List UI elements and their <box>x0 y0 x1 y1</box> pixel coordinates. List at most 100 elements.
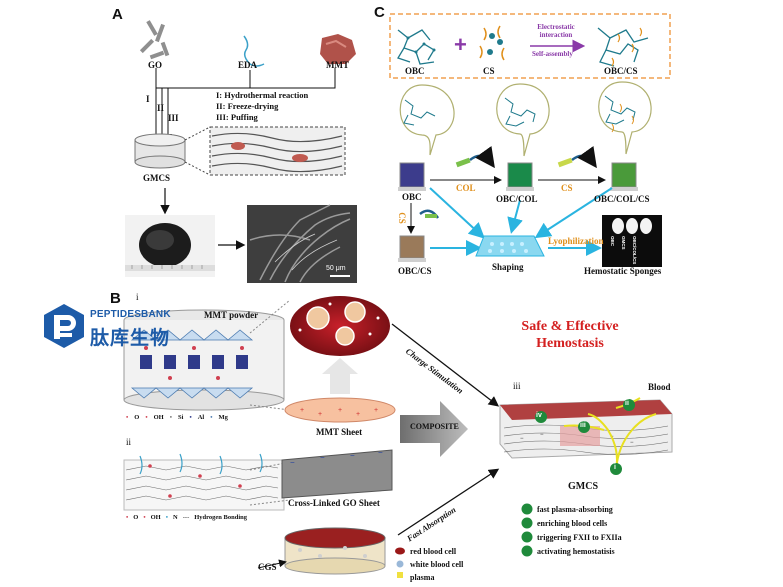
step-1: I: Hydrothermal reaction <box>216 90 309 100</box>
interaction-line-2: interaction <box>539 31 573 39</box>
marker-i: i <box>614 464 616 471</box>
logo-name-en: PEPTIDESBANK <box>90 309 171 320</box>
green-markers <box>535 399 635 475</box>
gmcs-block-label: GMCS <box>568 481 598 492</box>
svg-text:−: − <box>350 451 355 460</box>
gmcs-label: GMCS <box>143 173 170 183</box>
svg-text:+: + <box>374 407 378 414</box>
cgs-disk <box>284 527 386 575</box>
sponge-tags: OBC GMCS OBC/COL/CS <box>610 236 637 264</box>
obc-beaker-label: OBC <box>402 192 422 202</box>
composite-label: COMPOSITE <box>410 422 459 431</box>
marker-iii: iii <box>580 422 586 429</box>
cs-molecules <box>479 25 505 61</box>
obc-label: OBC <box>405 66 425 76</box>
mmt-powder-label: MMT powder <box>204 310 259 320</box>
composite-arrow <box>400 401 468 457</box>
shaping-tray <box>475 235 545 257</box>
panel-b-label: B <box>110 290 121 307</box>
beaker-obc-col <box>506 162 534 191</box>
mechanism-1: fast plasma-absorbing <box>537 505 613 514</box>
go-h-bonding: Hydrogen Bonding <box>194 514 248 521</box>
mechanism-2: enriching blood cells <box>537 519 608 528</box>
sponge-tag-2: GMCS <box>621 236 626 250</box>
svg-text:−: − <box>540 432 544 438</box>
mmt-atom-legend: •O •OH •Si •Al •Mg <box>126 414 228 421</box>
mechanism-3: triggering FXII to FXIIa <box>537 533 622 542</box>
mmt-crystal-structure <box>123 309 285 411</box>
sponge-tag-1: OBC <box>610 236 615 246</box>
cgs-label: CGS <box>258 562 277 572</box>
mmt-rock <box>320 34 356 64</box>
shaping-label: Shaping <box>492 262 524 272</box>
beaker-obc-col-cs <box>610 162 638 191</box>
bubble-obc <box>399 84 455 156</box>
headline: Safe & Effective Hemostasis <box>510 318 630 352</box>
scale-bar-label: 50 μm <box>326 265 346 272</box>
go-atom-oh: OH <box>150 514 161 521</box>
cs-arrow-label: CS <box>561 183 573 193</box>
go-atom-o: O <box>133 514 139 521</box>
logo-name-cn: 肽库生物 <box>90 327 171 349</box>
marker-iv: iv <box>536 412 542 419</box>
eda-molecule <box>243 35 265 67</box>
roman-ii: II <box>157 103 165 113</box>
gmcs-hemostasis-block: −−−− <box>499 397 673 471</box>
beaker-obc <box>398 162 426 191</box>
gmcs-cylinder <box>134 133 186 169</box>
go-sheet-label: Cross-Linked GO Sheet <box>288 498 380 508</box>
peptidesbank-logo: PEPTIDESBANK 肽库生物 <box>42 303 190 351</box>
layer-zoom-box <box>209 126 346 176</box>
mmt-sheet: +++++ <box>284 397 396 423</box>
marker-ii: ii <box>625 400 629 407</box>
atom-mg: Mg <box>218 414 228 421</box>
roman-i: I <box>146 94 150 104</box>
cell-legend: red blood cell white blood cell plasma <box>410 545 463 584</box>
svg-text:+: + <box>338 407 342 414</box>
eda-label: EDA <box>238 60 258 70</box>
atom-o: O <box>134 414 140 421</box>
mechanism-list: fast plasma-absorbing enriching blood ce… <box>537 503 622 559</box>
svg-text:+: + <box>454 32 467 57</box>
atom-si: Si <box>178 414 184 421</box>
go-sheet-network <box>123 453 285 511</box>
obc-col-label: OBC/COL <box>496 194 538 204</box>
mmt-sheet-label: MMT Sheet <box>316 427 363 437</box>
sub-i-label: i <box>136 292 139 302</box>
lyophilization-label: Lyophilization <box>548 236 604 246</box>
mmt-label: MMT <box>326 60 349 70</box>
bubble-obc-col-cs <box>598 81 652 155</box>
obc-cs-network <box>597 27 649 67</box>
legend-white-blood-cell: white blood cell <box>410 560 464 569</box>
roman-iii: III <box>168 113 179 123</box>
panel-a-label: A <box>112 6 123 23</box>
self-assembly-label: Self-assembly <box>532 50 573 58</box>
step-3: III: Puffing <box>216 112 258 122</box>
go-atom-legend: •O •OH •N ---Hydrogen Bonding <box>126 514 248 521</box>
headline-line-1: Safe & Effective <box>521 319 619 334</box>
step-2: II: Freeze-drying <box>216 101 279 111</box>
cs-vertical-label: CS <box>396 212 407 224</box>
go-atom-n: N <box>173 514 178 521</box>
logo-hexagon-icon <box>44 304 84 348</box>
bubble-obc-col <box>496 83 550 157</box>
headline-line-2: Hemostasis <box>536 336 604 351</box>
sub-ii-label: ii <box>126 437 132 447</box>
go-label: GO <box>148 60 163 70</box>
svg-text:−: − <box>630 440 634 446</box>
mechanism-4: activating hemostatisis <box>537 547 615 556</box>
interaction-label: Electrostatic interaction <box>528 23 584 39</box>
blood-label: Blood <box>648 382 671 392</box>
svg-text:+: + <box>356 411 360 418</box>
mmt-powder-bubble <box>290 296 390 356</box>
svg-text:−: − <box>378 448 383 457</box>
go-flakes <box>139 20 170 60</box>
obc-network <box>397 29 435 65</box>
sponge-tag-3: OBC/COL/CS <box>632 236 637 265</box>
hemostatic-sponges-photo <box>602 215 662 267</box>
self-assembly-box <box>389 13 671 79</box>
interaction-line-1: Electrostatic <box>537 23 575 31</box>
panel-c-label: C <box>374 4 385 21</box>
cs-label: CS <box>483 66 495 76</box>
sub-iii-label: iii <box>513 381 521 391</box>
